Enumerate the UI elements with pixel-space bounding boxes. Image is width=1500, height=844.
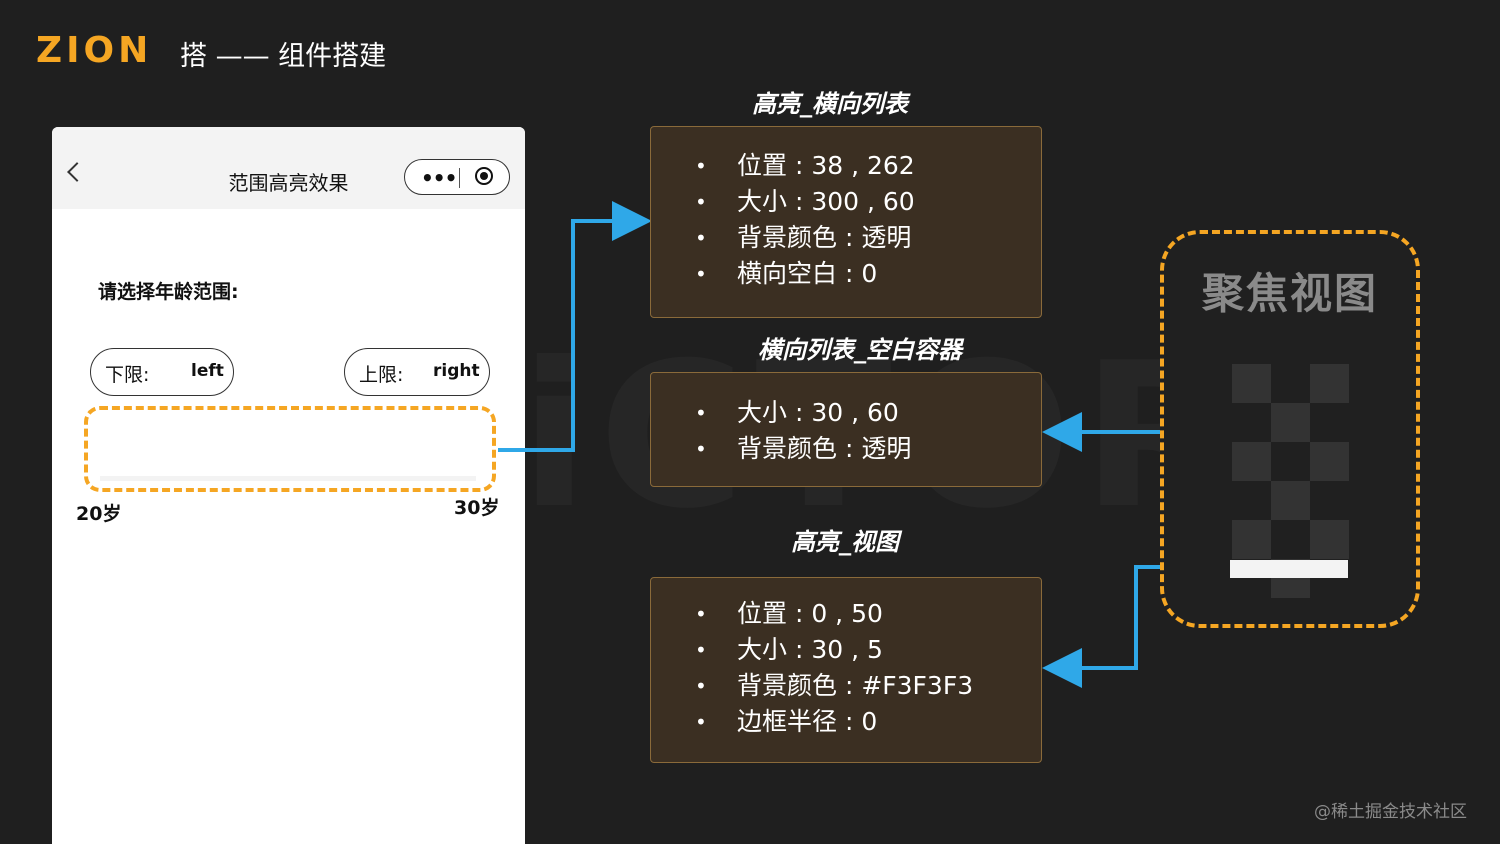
prop-item: 大小 : 30 , 5: [651, 632, 1041, 668]
prop-item: 边框半径 : 0: [651, 704, 1041, 740]
prop-item: 大小 : 30 , 60: [651, 395, 1041, 431]
focus-view-title: 聚焦视图: [1201, 269, 1378, 318]
upper-limit-pill[interactable]: 上限: right: [344, 348, 490, 396]
range-track[interactable]: [100, 476, 476, 481]
credit-text: @稀土掘金技术社区: [1314, 802, 1467, 822]
prop-item: 横向空白 : 0: [651, 256, 1041, 292]
prop-item: 背景颜色 : #F3F3F3: [651, 668, 1041, 704]
prop-item: 位置 : 0 , 50: [651, 596, 1041, 632]
list-container-props: 大小 : 30 , 60 背景颜色 : 透明: [650, 372, 1042, 487]
lower-limit-label: 下限:: [105, 364, 150, 386]
highlight-view-props: 位置 : 0 , 50 大小 : 30 , 5 背景颜色 : #F3F3F3 边…: [650, 577, 1042, 763]
range-min-label: 20岁: [76, 503, 122, 525]
phone-page-title: 范围高亮效果: [228, 171, 349, 195]
upper-limit-value: right: [433, 361, 480, 381]
more-icon[interactable]: •••: [421, 166, 457, 190]
highlight-range-outline: [84, 406, 496, 492]
box2-title: 横向列表_空白容器: [758, 336, 962, 364]
phone-mockup: 范围高亮效果 ••• 请选择年龄范围: 下限: left 上限: right 2…: [52, 127, 525, 844]
focus-view-panel: 聚焦视图: [1160, 230, 1420, 628]
lower-limit-value: left: [191, 361, 224, 381]
capsule-divider: [459, 168, 460, 188]
prop-item: 位置 : 38 , 262: [651, 148, 1041, 184]
phone-nav-bar: 范围高亮效果 •••: [52, 127, 525, 209]
prop-item: 背景颜色 : 透明: [651, 220, 1041, 256]
slide-title: 搭 —— 组件搭建: [180, 41, 387, 72]
lower-limit-pill[interactable]: 下限: left: [90, 348, 234, 396]
upper-limit-label: 上限:: [359, 364, 404, 386]
highlight-bar: [1230, 560, 1348, 578]
mini-program-capsule: •••: [404, 159, 510, 195]
close-target-icon[interactable]: [475, 167, 493, 185]
arrow-range-to-list: [498, 201, 652, 452]
prop-item: 大小 : 300 , 60: [651, 184, 1041, 220]
highlight-list-props: 位置 : 38 , 262 大小 : 300 , 60 背景颜色 : 透明 横向…: [650, 126, 1042, 318]
zion-logo: ZION: [36, 30, 153, 71]
box3-title: 高亮_视图: [791, 528, 899, 556]
range-max-label: 30岁: [454, 497, 500, 519]
box1-title: 高亮_横向列表: [752, 90, 908, 118]
age-range-prompt: 请选择年龄范围:: [98, 281, 239, 303]
prop-item: 背景颜色 : 透明: [651, 431, 1041, 467]
